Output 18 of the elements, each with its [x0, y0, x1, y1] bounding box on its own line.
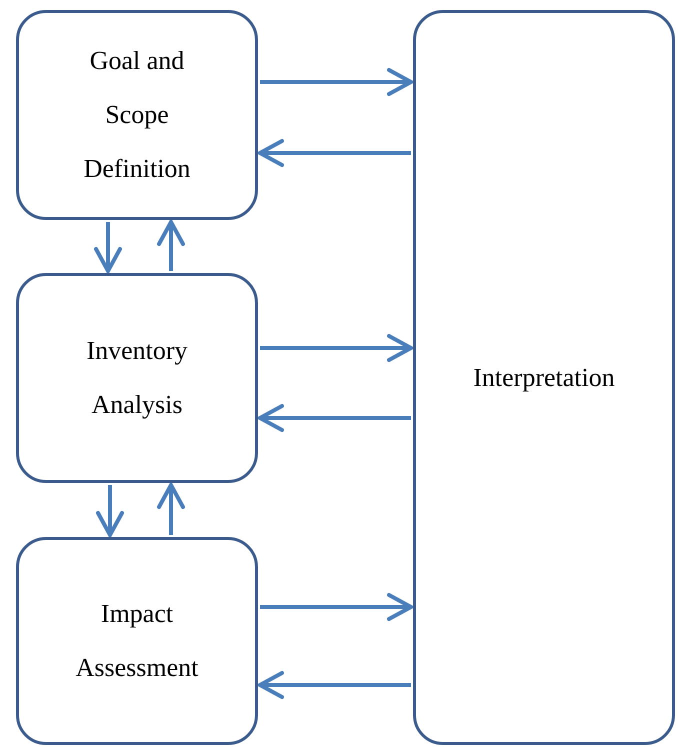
process-box: [16, 10, 258, 220]
arrow: [260, 68, 413, 96]
arrow: [94, 222, 122, 273]
process-box: [16, 537, 258, 745]
box-label: Impact Assessment: [74, 598, 200, 684]
box-label: Interpretation: [473, 362, 615, 394]
arrow: [157, 220, 185, 271]
arrow: [258, 404, 411, 432]
arrow: [258, 671, 411, 699]
box-label: Goal and Scope Definition: [82, 45, 192, 185]
process-box: [16, 273, 258, 483]
arrow: [260, 334, 413, 362]
box-label: Inventory Analysis: [85, 335, 189, 421]
arrow: [260, 593, 413, 621]
arrow: [258, 139, 411, 167]
arrow: [157, 483, 185, 535]
process-box: [413, 10, 675, 745]
arrow: [96, 485, 124, 537]
